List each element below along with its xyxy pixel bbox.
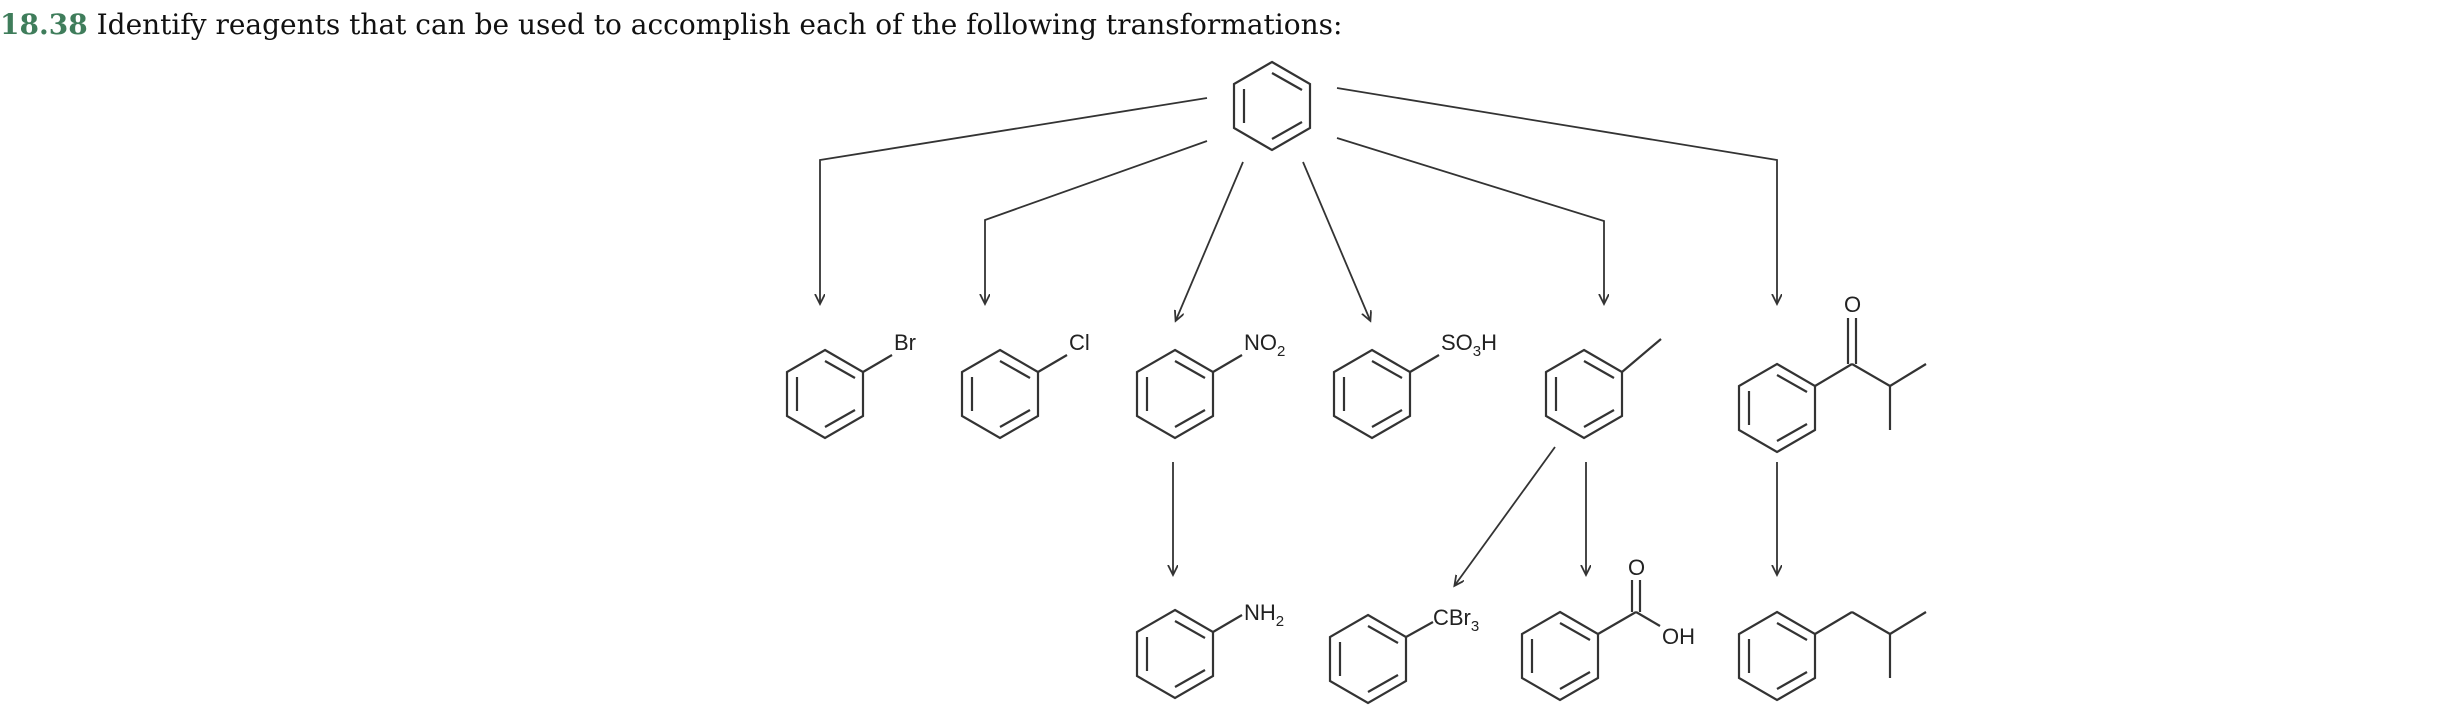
- nitro-label: NO2: [1244, 330, 1285, 360]
- isobutyrophenone: O: [1737, 292, 1927, 454]
- arrows-row1: [820, 87, 1777, 320]
- arrow-to-tribromomethyl: [1455, 446, 1556, 585]
- arrow-to-ketone: [1336, 87, 1777, 303]
- arrow-to-bromobenzene: [820, 97, 1208, 303]
- aniline: NH2: [1135, 600, 1284, 700]
- acid-oh-label: OH: [1662, 624, 1695, 649]
- bromo-label: Br: [894, 330, 916, 355]
- arrows-row2: [1173, 446, 1777, 585]
- nitrobenzene: NO2: [1135, 330, 1285, 440]
- arrow-to-chlorobenzene: [985, 140, 1208, 303]
- tribromomethylbenzene: CBr3: [1328, 605, 1479, 705]
- benzene-start: [1232, 60, 1312, 152]
- chlorobenzene: Cl: [960, 330, 1090, 440]
- chloro-label: Cl: [1069, 330, 1090, 355]
- cbr3-label: CBr3: [1433, 605, 1479, 635]
- toluene: [1544, 338, 1662, 440]
- arrow-to-sulfonic-acid: [1302, 161, 1370, 320]
- benzenesulfonic-acid: SO3H: [1332, 330, 1497, 440]
- sulfonic-label: SO3H: [1441, 330, 1497, 360]
- ketone-o-label: O: [1844, 292, 1861, 317]
- question-line: 18.38 Identify reagents that can be used…: [0, 8, 1342, 41]
- bromobenzene: Br: [785, 330, 916, 440]
- question-text: Identify reagents that can be used to ac…: [96, 8, 1343, 41]
- arrow-to-toluene: [1336, 137, 1604, 303]
- acid-o-label: O: [1628, 555, 1645, 580]
- arrow-to-nitrobenzene: [1176, 161, 1244, 320]
- amino-label: NH2: [1244, 600, 1284, 630]
- benzoic-acid: O OH: [1520, 555, 1695, 702]
- question-number: 18.38: [0, 8, 88, 41]
- isobutylbenzene: [1737, 610, 1927, 702]
